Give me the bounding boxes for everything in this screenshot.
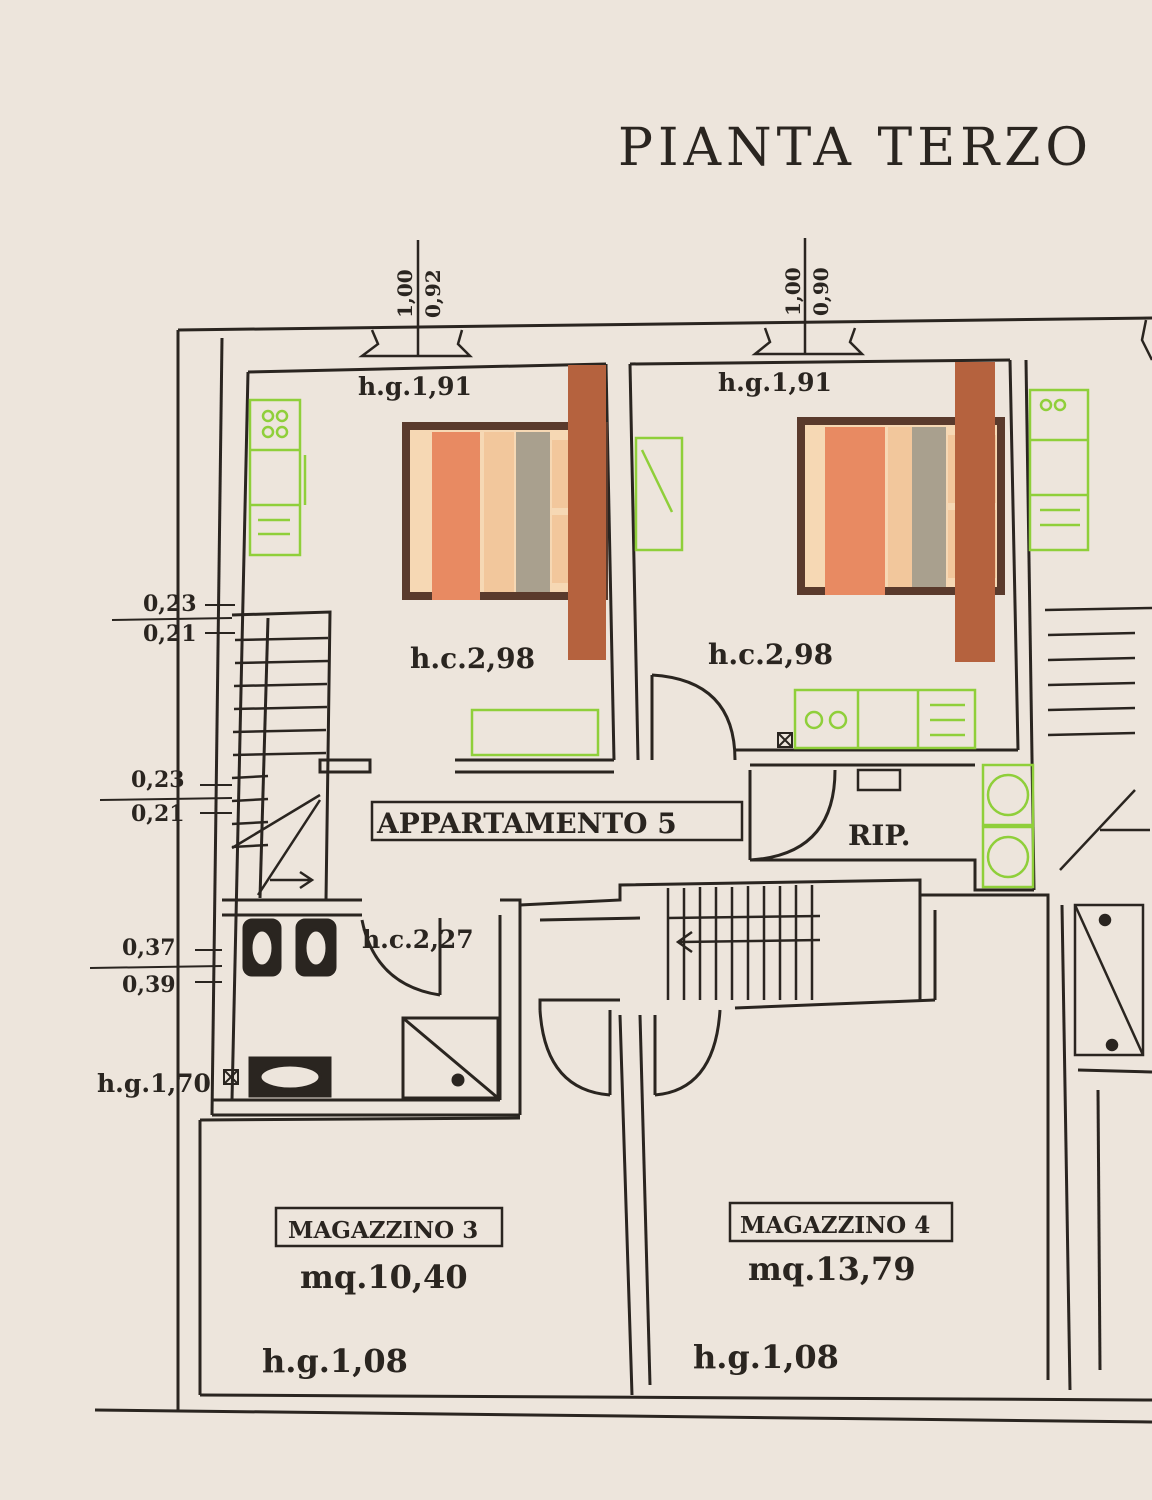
storage-4-height: h.g.1,08 [693, 1338, 839, 1376]
outer-walls [94, 316, 1152, 1424]
center-stair [666, 885, 821, 1000]
storage-4-label-box [728, 1201, 954, 1243]
washing-machines [981, 763, 1035, 889]
left-dim-lines [89, 604, 235, 983]
water-heater [856, 768, 902, 792]
bedroom-1-window-height: h.g.1,91 [358, 372, 472, 401]
bathroom-fixtures [242, 918, 500, 1100]
bathroom-ceiling-height: h.c.2,27 [362, 925, 474, 954]
dim-bath-a: 0,37 [122, 935, 176, 961]
bedroom-1-ceiling-height: h.c.2,98 [410, 642, 535, 675]
apartment-label: APPARTAMENTO 5 [376, 807, 677, 840]
storage-4-area: mq.13,79 [748, 1250, 916, 1288]
right-stair [1044, 606, 1152, 871]
storage-3-area: mq.10,40 [300, 1258, 468, 1296]
dim-stair-mid-a: 0,23 [131, 767, 185, 793]
plan-title: PIANTA TERZO [618, 118, 1093, 178]
storage-3-label-box [274, 1206, 504, 1248]
window-2-height: 0,90 [809, 267, 833, 316]
left-stair [231, 636, 329, 896]
window-top-2 [751, 238, 866, 356]
storage-3-label: MAGAZZINO 3 [288, 1217, 478, 1244]
shower-right [1073, 903, 1145, 1057]
dim-stair-top-a: 0,23 [143, 591, 197, 617]
door-swings [360, 673, 837, 1097]
service-shafts [223, 732, 793, 1085]
storage-3-height: h.g.1,08 [262, 1342, 408, 1380]
dim-stair-mid-b: 0,21 [131, 801, 185, 827]
dim-stair-top-b: 0,21 [143, 621, 197, 647]
interior-walls [198, 358, 1152, 1396]
window-1-height: 0,92 [421, 269, 445, 318]
window-1-width: 1,00 [393, 269, 417, 318]
window-top-1 [358, 240, 474, 358]
bedroom-2-window-height: h.g.1,91 [718, 368, 832, 397]
wardrobe-right [1028, 388, 1090, 552]
bedroom-2-ceiling-height: h.c.2,98 [708, 638, 833, 671]
bathroom-window-height: h.g.1,70 [97, 1069, 211, 1098]
wardrobe-1 [248, 398, 307, 557]
headboard-2 [955, 362, 995, 662]
window-2-width: 1,00 [781, 267, 805, 316]
window-top-3 [1140, 319, 1152, 361]
storage-4-label: MAGAZZINO 4 [740, 1212, 930, 1239]
apartment-label-box [370, 800, 744, 842]
wardrobe-2 [634, 436, 977, 750]
dim-bath-b: 0,39 [122, 972, 176, 998]
desk-1 [470, 708, 600, 757]
headboard-1 [568, 365, 606, 660]
laundry-label: RIP. [848, 819, 911, 852]
